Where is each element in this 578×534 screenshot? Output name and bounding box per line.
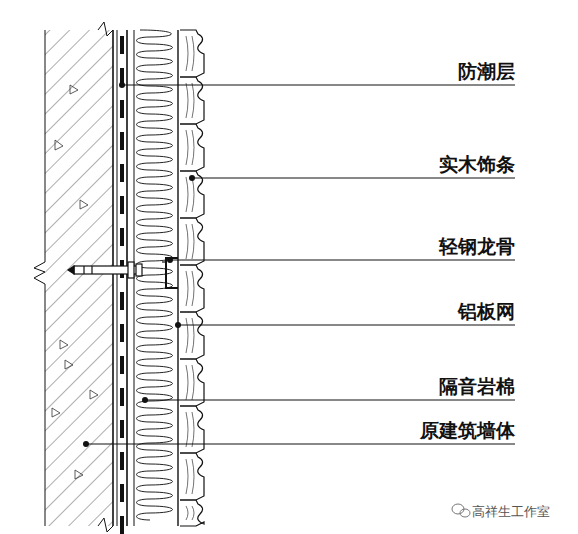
label-text: 铝板网 [458, 302, 515, 321]
watermark: 高祥生工作室 [472, 505, 550, 518]
leader-lines [86, 85, 515, 444]
wood-strips [180, 30, 204, 526]
aluminium-mesh [177, 30, 178, 526]
watermark-icon [452, 504, 470, 517]
label-text: 轻钢龙骨 [439, 237, 515, 256]
moisture-layer [113, 30, 127, 534]
wall-body [34, 22, 113, 532]
label-text: 实木饰条 [439, 155, 515, 174]
label-text: 防潮层 [458, 62, 515, 81]
label-text: 隔音岩棉 [439, 377, 515, 396]
steel-keel [68, 258, 178, 288]
label-text: 原建筑墙体 [420, 421, 515, 440]
leader-dots [83, 82, 195, 447]
